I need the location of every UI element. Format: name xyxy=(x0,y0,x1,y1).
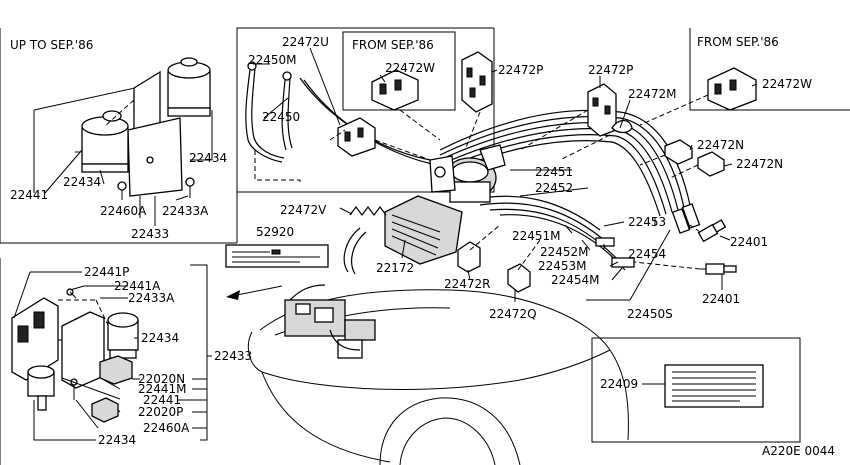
label-22450m: 22450M xyxy=(248,53,297,67)
label-22433a-bottom: 22433A xyxy=(128,291,175,305)
clip-22472w-right xyxy=(707,67,757,111)
clip-22472m xyxy=(611,119,633,134)
label-sticker-52920 xyxy=(225,244,329,268)
spark-plugs-22401 xyxy=(697,219,737,275)
label-22472q: 22472Q xyxy=(489,307,537,321)
label-22472r: 22472R xyxy=(444,277,491,291)
header-from-sep-86-center: FROM SEP.'86 xyxy=(352,38,434,52)
label-22020n: 22020N xyxy=(138,372,185,386)
label-22472p-b: 22472P xyxy=(588,63,633,77)
header-from-sep-86-right: FROM SEP.'86 xyxy=(697,35,779,49)
label-22453: 22453 xyxy=(628,215,666,229)
label-22441p: 22441P xyxy=(84,265,129,279)
label-22453m: 22453M xyxy=(538,259,587,273)
label-22172: 22172 xyxy=(376,261,414,275)
label-22441m: 22441M xyxy=(138,382,187,396)
label-22452m: 22452M xyxy=(540,245,589,259)
clip-22472u xyxy=(337,117,376,157)
label-22472n-a: 22472N xyxy=(697,138,744,152)
label-22472n-b: 22472N xyxy=(736,157,783,171)
coil-assembly-bottom-left xyxy=(11,288,139,423)
car-body xyxy=(247,284,629,465)
leaders-center xyxy=(253,47,758,302)
label-22472v: 22472V xyxy=(280,203,327,217)
coil-assembly-top-left xyxy=(75,57,211,200)
leaders-bottom-left xyxy=(13,264,212,441)
label-22433a-top: 22433A xyxy=(162,204,209,218)
diagram-code: A220E 0044 xyxy=(762,444,835,458)
label-22451: 22451 xyxy=(535,165,573,179)
leaders-top-left xyxy=(33,87,213,226)
distributor xyxy=(429,144,506,203)
label-22409: 22409 xyxy=(600,377,638,391)
label-22454m: 22454M xyxy=(551,273,600,287)
label-22433-top: 22433 xyxy=(131,227,169,241)
label-22433-bottom: 22433 xyxy=(214,349,252,363)
header-up-to-sep-86: UP TO SEP.'86 xyxy=(10,38,93,52)
label-22450s: 22450S xyxy=(627,307,673,321)
label-22452: 22452 xyxy=(535,181,573,195)
frames xyxy=(0,27,850,465)
label-22401-b: 22401 xyxy=(702,292,740,306)
label-22472w-center: 22472W xyxy=(385,61,435,75)
clip-22472n xyxy=(664,139,725,177)
label-22472m: 22472M xyxy=(628,87,677,101)
label-22460a-top: 22460A xyxy=(100,204,147,218)
label-22450: 22450 xyxy=(262,110,300,124)
caution-label-22409 xyxy=(642,364,764,408)
label-22451m: 22451M xyxy=(512,229,561,243)
arrow-to-assembly xyxy=(226,285,283,300)
clip-22472r xyxy=(457,241,481,273)
label-22472u: 22472U xyxy=(282,35,329,49)
label-52920: 52920 xyxy=(256,225,294,239)
label-22434-bottom-a: 22434 xyxy=(141,331,179,345)
label-22434-bottom-b: 22434 xyxy=(98,433,136,447)
label-22460a-bottom: 22460A xyxy=(143,421,190,435)
label-22020p: 22020P xyxy=(138,405,183,419)
center-dashed-guides xyxy=(254,94,709,271)
label-22401-a: 22401 xyxy=(730,235,768,249)
label-22434-top-a: 22434 xyxy=(63,175,101,189)
label-22441-top: 22441 xyxy=(10,188,48,202)
label-22441-bottom: 22441 xyxy=(143,393,181,407)
label-22472p-a: 22472P xyxy=(498,63,543,77)
label-22472w-right: 22472W xyxy=(762,77,812,91)
label-22454: 22454 xyxy=(628,247,666,261)
clip-22472p-a xyxy=(461,51,493,113)
label-22441a: 22441A xyxy=(114,279,161,293)
clip-22472v xyxy=(349,206,387,216)
label-22434-top-b: 22434 xyxy=(189,151,227,165)
clip-22472w-center xyxy=(371,69,419,111)
clip-22472q xyxy=(507,263,531,293)
